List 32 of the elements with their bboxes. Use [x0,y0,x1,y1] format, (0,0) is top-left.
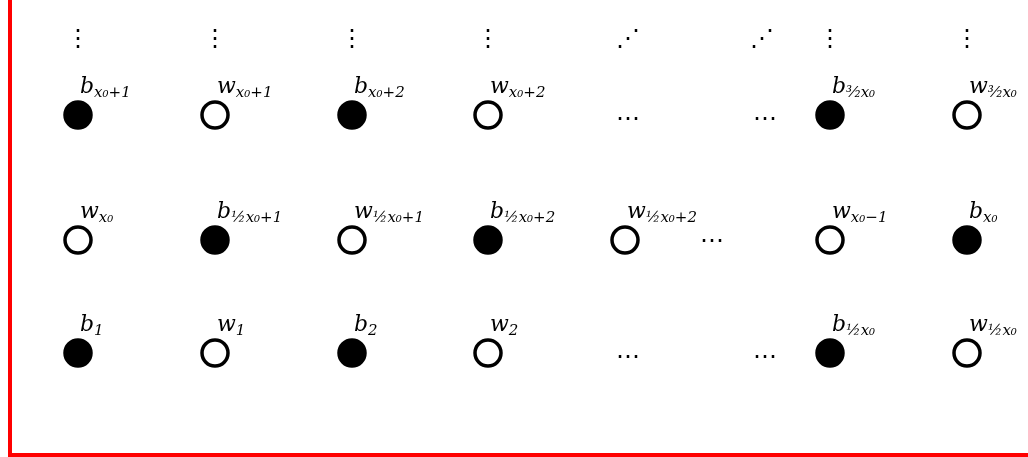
vertex-label: b$_{x₀+2}$ [354,75,405,100]
vertex-label: w$_{1}$ [217,313,246,338]
vertex-label: w$_{½x₀+1}$ [354,200,424,225]
vertex-label: b$_{³⁄₂x₀}$ [832,75,876,100]
ellipsis-label: ⋯ [753,344,777,368]
ellipsis-label: ⋯ [700,228,724,252]
ellipsis-label: ⋰ [750,26,774,50]
vertex-label: b$_{x₀+1}$ [80,75,131,100]
ellipsis-label: ⋮ [476,26,500,50]
ellipsis-label: ⋮ [340,26,364,50]
vertex-label: b$_{1}$ [80,313,104,338]
ellipsis-label: ⋰ [616,26,640,50]
vertex-label: w$_{x₀+2}$ [490,75,546,100]
vertex-label: w$_{½x₀+2}$ [627,200,697,225]
vertex-label: b$_{½x₀+1}$ [217,200,283,225]
vertex-label: w$_{½x₀}$ [969,313,1017,338]
vertex-label: w$_{x₀}$ [80,200,114,225]
vertex-label: b$_{x₀}$ [969,200,998,225]
vertex-label: b$_{2}$ [354,313,378,338]
vertex-label: w$_{³⁄₂x₀}$ [969,75,1017,100]
ellipsis-label: ⋮ [818,26,842,50]
ellipsis-label: ⋮ [955,26,979,50]
vertex-label: w$_{x₀+1}$ [217,75,273,100]
ellipsis-label: ⋮ [66,26,90,50]
vertex-label: w$_{x₀−1}$ [832,200,888,225]
ellipsis-label: ⋯ [753,106,777,130]
vertex-label: b$_{½x₀}$ [832,313,876,338]
vertex-label: w$_{2}$ [490,313,519,338]
ellipsis-label: ⋮ [203,26,227,50]
vertex-label: b$_{½x₀+2}$ [490,200,556,225]
ellipsis-label: ⋯ [616,106,640,130]
ellipsis-label: ⋯ [616,344,640,368]
